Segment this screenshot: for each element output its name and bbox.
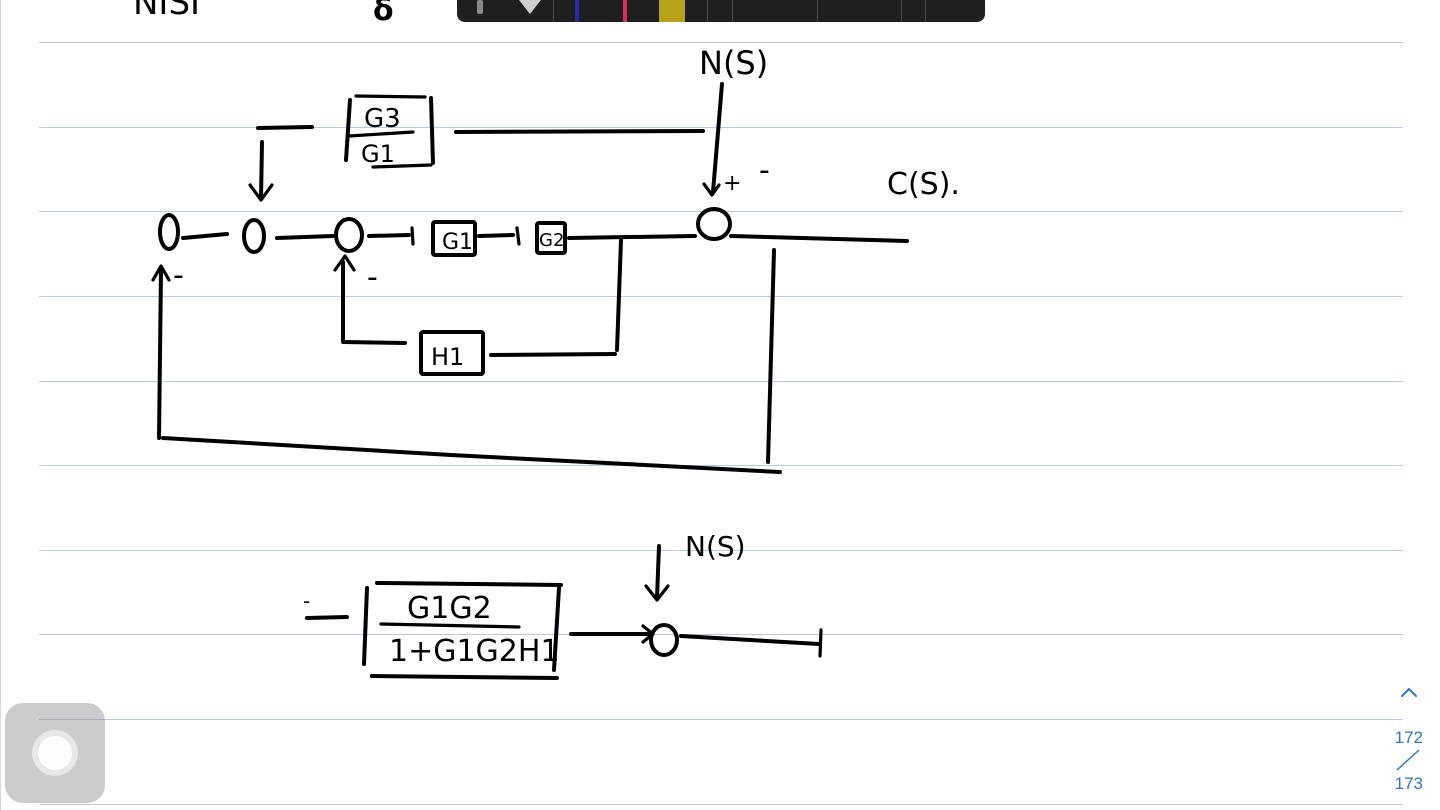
ruled-line <box>39 127 1403 128</box>
plus-sign-label: + <box>723 171 741 196</box>
outer-feedback-bottom <box>161 436 782 474</box>
toolbar-divider <box>901 0 902 22</box>
ruled-line <box>39 381 1403 382</box>
outer-feedback-left-vertical <box>157 268 163 440</box>
ruled-line <box>39 465 1403 466</box>
block-diagram-1: N(S) + - C(S). G3 G1 <box>151 44 960 474</box>
disturbance-label: N(S) <box>699 44 768 82</box>
assistive-touch-button[interactable] <box>5 703 105 803</box>
color-swatch-blue[interactable] <box>575 0 579 22</box>
total-page-number: 173 <box>1394 774 1423 793</box>
ruled-line <box>39 550 1403 551</box>
top-label-delta: δ <box>373 0 394 28</box>
feedforward-denominator: G1 <box>361 140 395 168</box>
feedforward-block-bottom <box>371 163 433 169</box>
toolbar-divider <box>707 0 708 22</box>
summing-junction-2 <box>242 218 266 254</box>
block-g1-label: G1 <box>442 230 473 255</box>
disturbance-junction <box>696 207 732 241</box>
page-counter-slash <box>1396 749 1420 771</box>
pen-slot-1[interactable] <box>477 0 483 14</box>
block-g1 <box>431 220 477 257</box>
summing-junction-3 <box>334 217 364 253</box>
ruled-line <box>39 296 1403 297</box>
minus-sign-top-right: - <box>759 153 770 188</box>
feedforward-numerator: G3 <box>364 104 401 134</box>
inner-feedback-arrowhead <box>333 254 356 272</box>
toolbar-divider <box>732 0 733 22</box>
disturbance-arrow <box>711 82 724 194</box>
disturbance-arrowhead-2 <box>644 584 670 602</box>
output-line-2 <box>679 634 821 646</box>
feedforward-line-left <box>256 125 314 130</box>
disturbance-arrowhead <box>702 182 721 197</box>
closed-loop-block-right <box>552 586 561 672</box>
current-page-number: 172 <box>1394 728 1423 747</box>
inner-feedback-bottom-left <box>341 340 407 345</box>
closed-loop-numerator: G1G2 <box>407 591 492 626</box>
ruled-line <box>39 42 1403 43</box>
feedforward-down-arrowhead <box>248 183 274 202</box>
color-swatch-yellow[interactable] <box>659 0 685 22</box>
toolbar-divider <box>553 0 554 22</box>
forward-line-5 <box>567 234 697 240</box>
feedforward-down-arrow <box>259 140 264 200</box>
disturbance-label-2: N(S) <box>685 530 746 563</box>
closed-loop-block-left <box>362 586 369 666</box>
feedforward-line-right <box>454 129 705 134</box>
forward-arrow-3 <box>410 226 415 246</box>
disturbance-arrow-2 <box>655 544 661 600</box>
ruled-line <box>39 634 1403 635</box>
page-counter[interactable]: 172 173 <box>1385 724 1433 794</box>
inner-feedback-bottom-right <box>489 352 617 357</box>
top-label-nisi: NISI <box>133 0 200 23</box>
forward-line-1 <box>181 232 229 240</box>
feedforward-block-fraction-bar <box>347 130 415 138</box>
closed-loop-block-top <box>375 581 563 587</box>
forward-line-3 <box>367 233 411 238</box>
feedforward-block-left <box>344 98 352 162</box>
ruled-line <box>39 804 1403 805</box>
feedback-block-h1-label: H1 <box>431 343 464 371</box>
toolbar-divider <box>925 0 926 22</box>
block-g2 <box>535 221 567 255</box>
disturbance-junction-2 <box>649 623 679 657</box>
assistive-touch-dot-icon <box>38 736 72 770</box>
summing-junction-1 <box>158 213 180 251</box>
forward-line-2 <box>275 234 335 240</box>
pen-toolbar[interactable] <box>457 0 985 22</box>
page-up-chevron-icon[interactable] <box>1397 682 1421 702</box>
closed-loop-fraction-bar <box>379 622 521 629</box>
output-line <box>729 234 909 243</box>
block-diagram-2: - G1G2 1+G1G2H1 N(S) <box>303 530 823 680</box>
output-label: C(S). <box>887 167 960 202</box>
outer-feedback-right-vertical <box>766 248 776 464</box>
ruled-line <box>39 719 1403 720</box>
feedforward-block-right <box>429 96 435 165</box>
output-tick-2 <box>818 628 823 658</box>
forward-line-4 <box>477 233 515 238</box>
closed-loop-denominator: 1+G1G2H1 <box>389 634 560 669</box>
outer-feedback-arrow <box>151 264 171 282</box>
feedforward-block-top <box>354 94 427 99</box>
input-line-2 <box>305 615 349 620</box>
pen-tip-marker-icon[interactable] <box>519 0 541 14</box>
inner-minus-sign: - <box>367 260 378 295</box>
feedback-block-h1 <box>419 330 485 376</box>
inner-feedback-down <box>615 238 623 352</box>
top-partial-labels: NISI δ <box>133 0 394 28</box>
block-g2-label: G2 <box>539 230 564 251</box>
forward-arrow-4 <box>515 226 521 246</box>
toolbar-divider <box>817 0 818 22</box>
color-swatch-red[interactable] <box>623 0 627 22</box>
outer-minus-sign: - <box>173 258 184 293</box>
closed-loop-block-bottom <box>370 674 559 680</box>
diagram2-minus-sign: - <box>303 589 310 613</box>
